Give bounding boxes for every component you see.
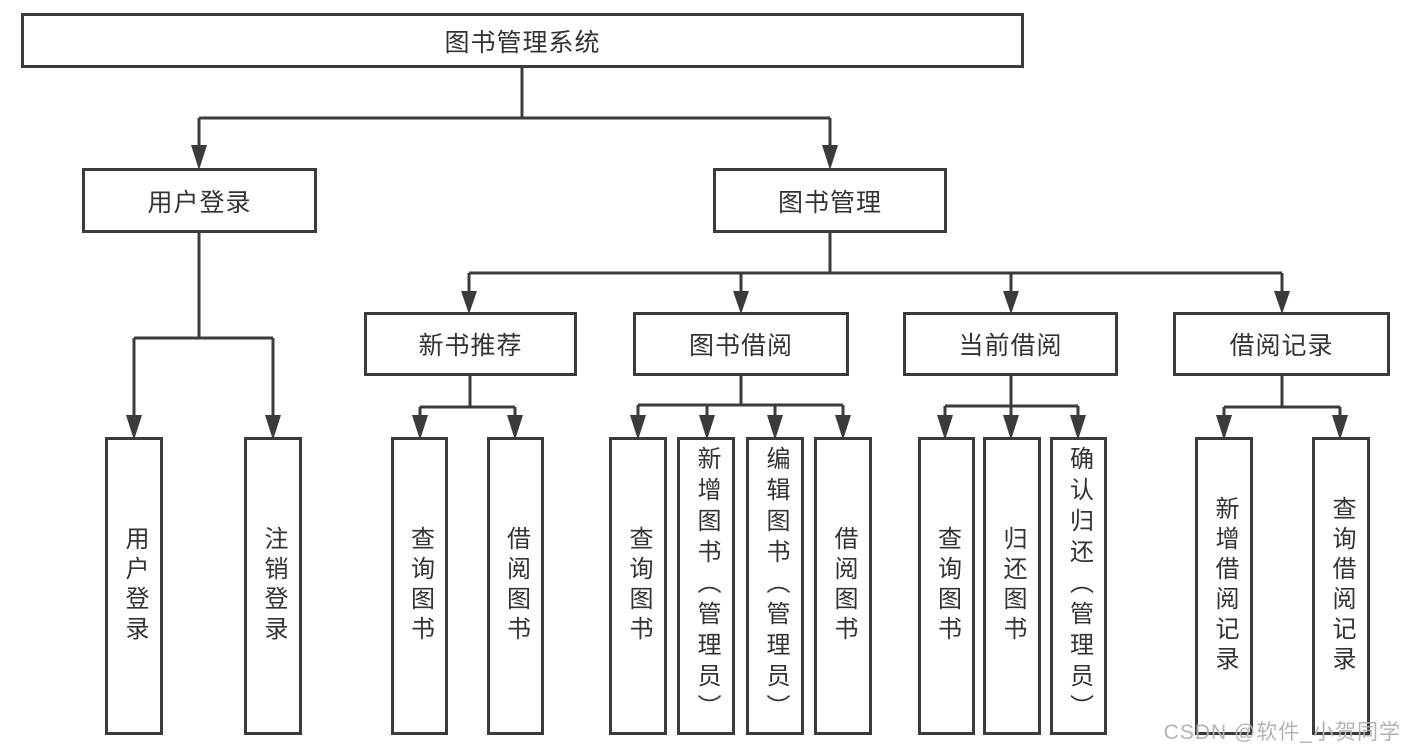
leaf-label: 用户登录: [121, 526, 148, 646]
node-label: 图书借阅: [688, 332, 793, 360]
leaf-query-book-2: 查询图书: [609, 437, 667, 735]
leaf-label: 注销登录: [260, 526, 287, 646]
leaf-query-book-3: 查询图书: [918, 437, 975, 735]
node-current-borrow: 当前借阅: [903, 312, 1118, 376]
node-label: 图书管理: [777, 188, 882, 217]
leaf-borrow-book-1: 借阅图书: [487, 437, 544, 735]
leaf-label: 查询借阅记录: [1328, 496, 1355, 676]
leaf-label: 归还图书: [999, 526, 1026, 646]
edge-lines: [132, 66, 1342, 417]
leaf-label: 新增借阅记录: [1211, 496, 1238, 676]
leaf-label: 编辑图书（管理员）: [762, 446, 789, 725]
leaf-return-book: 归还图书: [983, 437, 1041, 735]
leaf-query-book-1: 查询图书: [391, 437, 448, 735]
node-book-borrow: 图书借阅: [633, 312, 849, 376]
node-label: 新书推荐: [418, 332, 523, 360]
node-label: 图书管理系统: [444, 28, 601, 57]
watermark: CSDN @软件_小贺同学: [1163, 721, 1401, 744]
leaf-logout: 注销登录: [244, 437, 302, 735]
arrowheads: [126, 145, 1348, 440]
leaf-confirm-return-admin: 确认归还（管理员）: [1050, 437, 1107, 735]
leaf-label: 借阅图书: [502, 526, 530, 646]
leaf-label: 借阅图书: [830, 526, 857, 646]
node-book-management: 图书管理: [713, 168, 947, 233]
leaf-add-borrow-record: 新增借阅记录: [1195, 437, 1253, 735]
node-label: 当前借阅: [958, 332, 1063, 360]
node-label: 用户登录: [147, 188, 252, 217]
leaf-add-book-admin: 新增图书（管理员）: [677, 437, 735, 735]
node-root: 图书管理系统: [21, 13, 1024, 68]
leaf-label: 查询图书: [933, 526, 961, 646]
node-user-login: 用户登录: [82, 168, 317, 233]
node-new-book-recommend: 新书推荐: [364, 312, 577, 376]
leaf-label: 新增图书（管理员）: [693, 446, 720, 725]
leaf-query-borrow-record: 查询借阅记录: [1312, 437, 1370, 735]
leaf-label: 查询图书: [625, 526, 652, 646]
leaf-user-login: 用户登录: [105, 437, 163, 735]
leaf-label: 查询图书: [406, 526, 434, 646]
leaf-label: 确认归还（管理员）: [1065, 446, 1093, 725]
leaf-edit-book-admin: 编辑图书（管理员）: [746, 437, 804, 735]
leaf-borrow-book-2: 借阅图书: [814, 437, 872, 735]
node-label: 借阅记录: [1229, 332, 1334, 360]
node-borrow-records: 借阅记录: [1173, 312, 1390, 376]
